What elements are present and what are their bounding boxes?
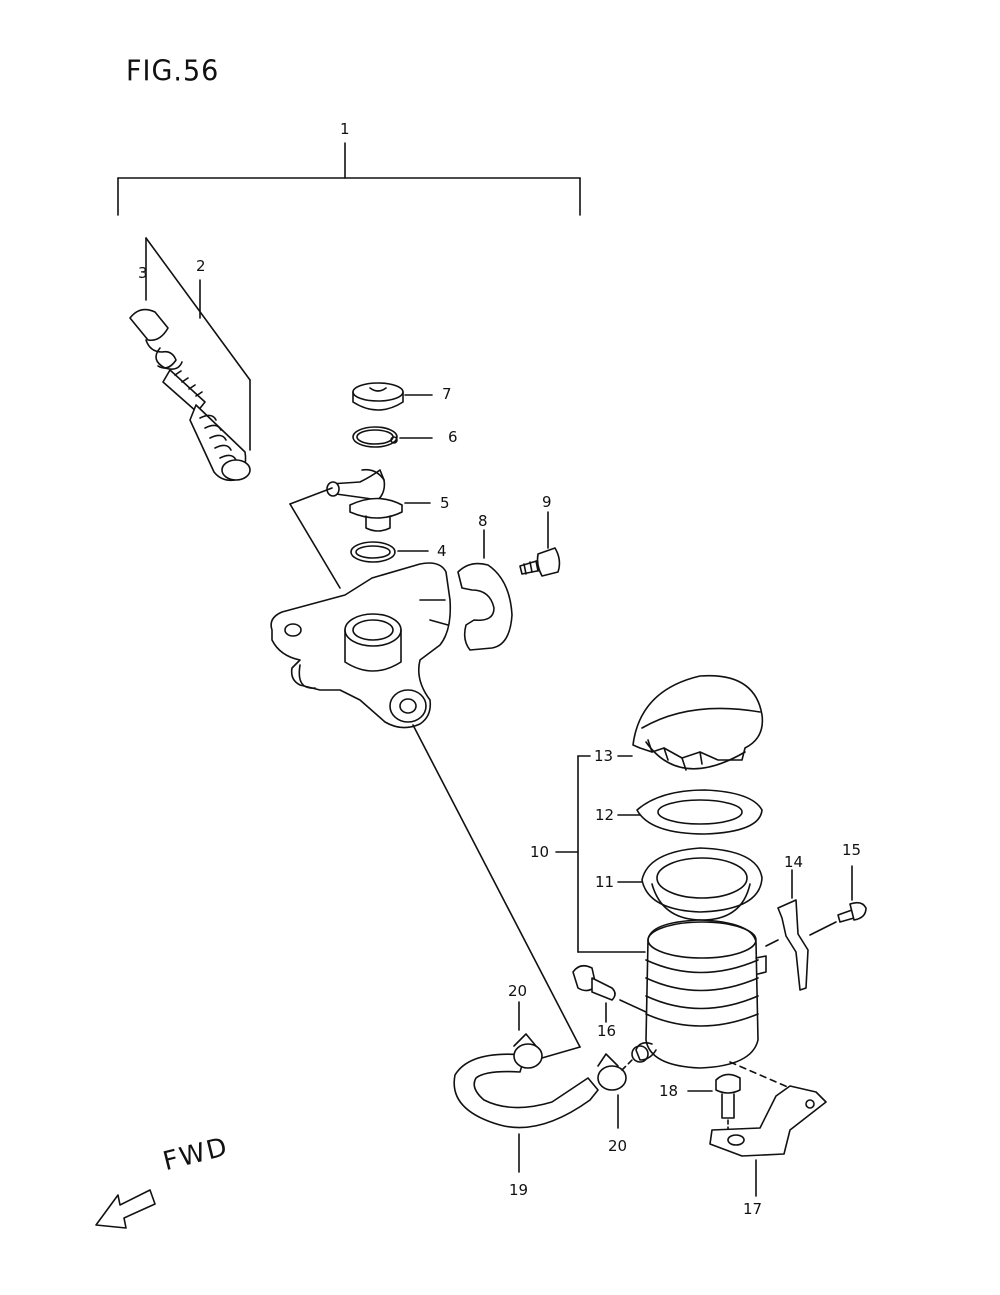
arrow-forward-icon	[96, 1190, 155, 1228]
part-15-screw	[810, 866, 866, 935]
part-17-bracket	[710, 1062, 826, 1196]
callout-17: 17	[743, 1200, 763, 1218]
part-7-cap	[353, 383, 432, 410]
reservoir-bracket	[556, 756, 645, 952]
callout-15: 15	[842, 841, 862, 859]
callout-8: 8	[478, 512, 488, 530]
part-18-bolt	[688, 1074, 740, 1136]
part-20-clamp-b	[598, 1054, 634, 1128]
part-14-clip	[766, 870, 808, 990]
reservoir-body	[632, 920, 766, 1068]
callout-20-lower: 20	[608, 1137, 628, 1155]
callout-11: 11	[595, 873, 615, 891]
callout-16: 16	[597, 1022, 617, 1040]
part-9-bolt	[520, 512, 559, 576]
part-4-o-ring	[351, 542, 428, 562]
piston-assembly	[130, 238, 250, 480]
assembly-bracket	[118, 143, 580, 215]
part-19-hose	[454, 1054, 598, 1172]
callout-19: 19	[509, 1181, 529, 1199]
part-6-circlip	[353, 427, 432, 447]
callout-5: 5	[440, 494, 450, 512]
figure-title: FIG.56	[126, 55, 220, 88]
master-cylinder-body	[271, 504, 580, 1060]
callout-9: 9	[542, 493, 552, 511]
part-11-diaphragm	[618, 848, 762, 920]
part-16-bolt	[573, 966, 646, 1022]
part-12-plate	[618, 790, 762, 834]
part-13-reservoir-cap	[618, 676, 762, 770]
callout-20-upper: 20	[508, 982, 528, 1000]
callout-12: 12	[595, 806, 615, 824]
callout-4: 4	[437, 542, 447, 560]
callout-6: 6	[448, 428, 458, 446]
callout-13: 13	[594, 747, 614, 765]
callout-10: 10	[530, 843, 550, 861]
part-20-clamp-a	[514, 1002, 542, 1068]
callout-18: 18	[659, 1082, 679, 1100]
callout-14: 14	[784, 853, 804, 871]
part-8-holder	[458, 530, 512, 650]
part-5-connector	[290, 470, 430, 531]
callout-1: 1	[340, 120, 350, 138]
callout-7: 7	[442, 385, 452, 403]
callout-2: 2	[196, 257, 206, 275]
callout-3: 3	[138, 264, 148, 282]
